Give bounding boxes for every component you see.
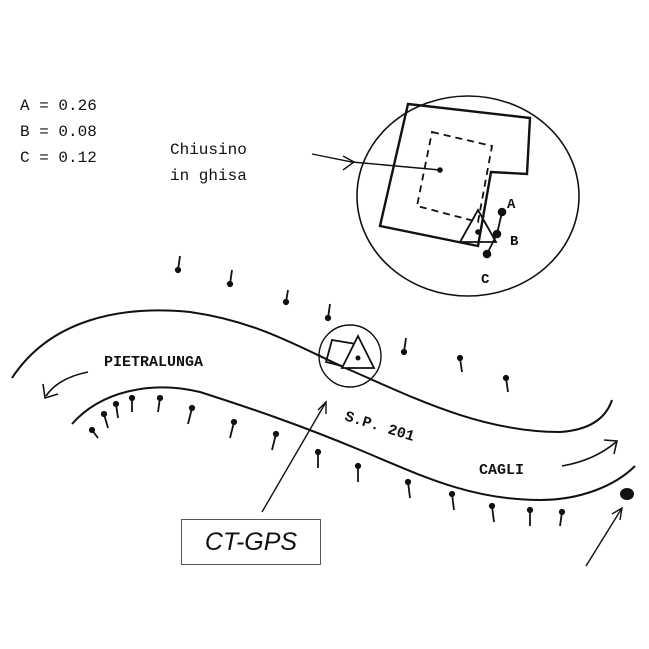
embankment-north — [174, 255, 510, 393]
detail-circle — [356, 95, 580, 297]
west-arrow — [45, 371, 89, 397]
pietralunga-label: PIETRALUNGA — [104, 354, 203, 371]
survey-triangle — [458, 208, 498, 243]
manhole-label-line1: Chiusino — [170, 141, 247, 159]
manhole-frame — [378, 102, 532, 248]
point-b-dot — [492, 229, 502, 239]
legend-b: B = 0.08 — [20, 123, 97, 141]
marker-triangle — [340, 333, 376, 369]
road-south-edge — [71, 386, 636, 502]
manhole-cover — [415, 130, 494, 224]
marker-circle — [318, 324, 382, 388]
label-pointer — [261, 401, 327, 513]
legend-c: C = 0.12 — [20, 149, 97, 167]
point-a-dot — [497, 207, 507, 217]
embankment-south — [88, 394, 566, 527]
road-north-edge — [11, 309, 613, 434]
point-a-label: A — [507, 197, 516, 213]
point-c-dot — [482, 249, 492, 259]
point-c-label: C — [481, 272, 490, 288]
road-name-label: S.P. 201 — [343, 409, 417, 446]
road — [11, 309, 636, 502]
reference-point — [620, 488, 634, 500]
manhole-label-line2: in ghisa — [170, 167, 247, 185]
east-arrow — [561, 441, 617, 467]
cagli-label: CAGLI — [479, 462, 524, 479]
direction-arrow — [585, 507, 623, 567]
detail-inset — [311, 95, 580, 297]
road-marker — [261, 324, 623, 567]
manhole-leader — [311, 153, 441, 171]
legend: A = 0.26 B = 0.08 C = 0.12 — [20, 97, 97, 167]
ct-gps-label: CT-GPS — [181, 519, 321, 565]
legend-a: A = 0.26 — [20, 97, 97, 115]
point-b-label: B — [510, 234, 519, 250]
leader-arrowhead — [342, 155, 356, 171]
